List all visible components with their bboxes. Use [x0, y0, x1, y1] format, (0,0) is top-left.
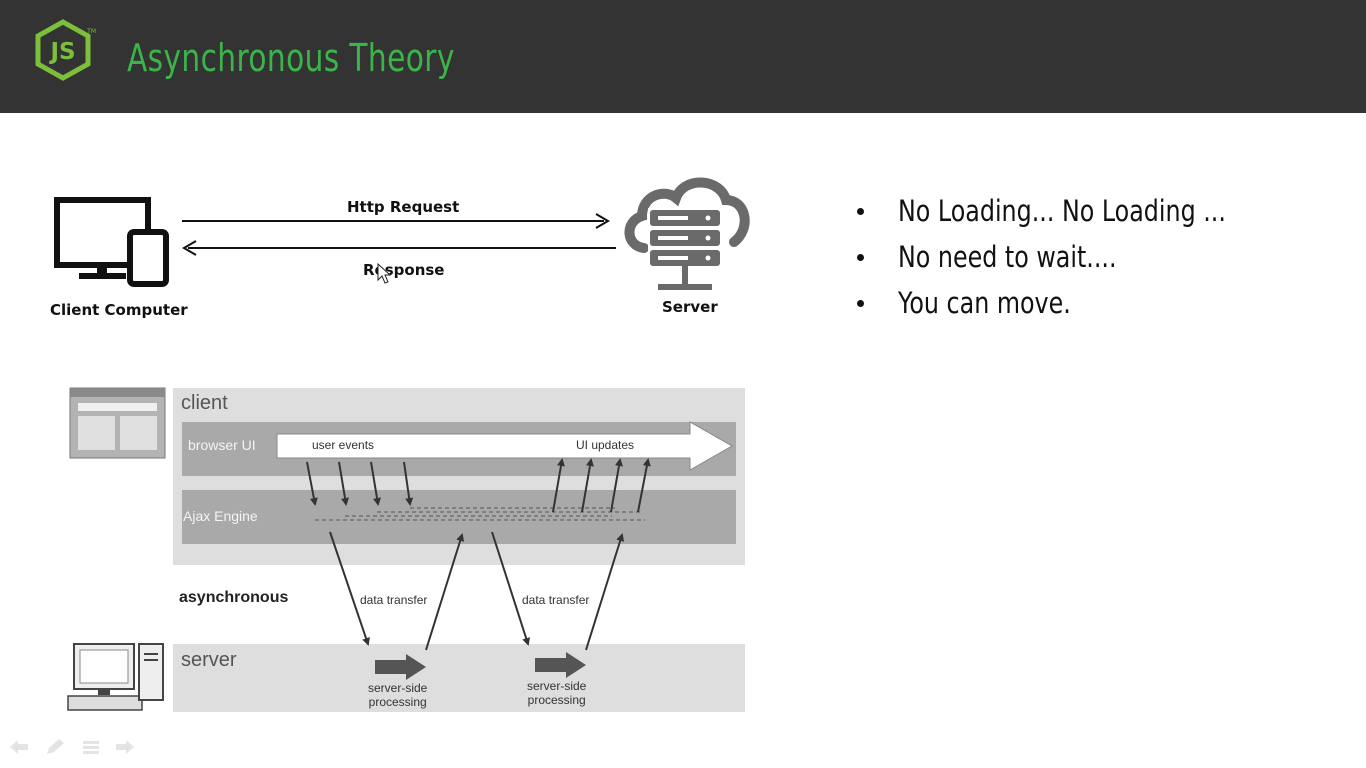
nodejs-logo-icon: JS TM	[35, 19, 96, 81]
bullet-item: No need to wait....	[855, 234, 1298, 280]
desktop-computer-icon	[67, 643, 164, 711]
server-panel	[173, 644, 745, 712]
next-icon[interactable]	[114, 738, 136, 756]
data-transfer-label: data transfer	[522, 593, 590, 607]
ui-flow-arrow	[276, 421, 734, 471]
mouse-cursor-icon	[377, 263, 391, 284]
slide-title: Asynchronous Theory	[127, 36, 455, 80]
user-events-label: user events	[312, 438, 375, 452]
server-label: Server	[662, 298, 718, 316]
processing-arrow	[375, 654, 426, 680]
logo-text: JS	[48, 39, 75, 65]
pen-icon[interactable]	[44, 738, 66, 756]
logo-tm: TM	[86, 28, 96, 35]
response-label: Response	[363, 261, 445, 279]
ajax-engine-band	[182, 490, 736, 544]
slide-header: JS TM Asynchronous Theory	[0, 0, 1366, 113]
http-request-label: Http Request	[347, 198, 460, 216]
bullet-item: No Loading... No Loading ...	[855, 188, 1298, 234]
bullet-list: No Loading... No Loading ... No need to …	[855, 188, 1298, 326]
browser-window-icon	[69, 387, 166, 459]
ui-updates-label: UI updates	[576, 438, 635, 452]
client-computer-icon	[54, 197, 169, 287]
bullet-item: You can move.	[855, 280, 1298, 326]
menu-icon[interactable]	[80, 738, 102, 756]
cloud-server-icon	[624, 177, 750, 290]
ajax-diagram	[67, 387, 745, 712]
processing-arrow	[535, 652, 586, 678]
asynchronous-label: asynchronous	[179, 589, 289, 606]
previous-icon[interactable]	[8, 738, 30, 756]
ajax-engine-label: Ajax Engine	[183, 508, 258, 524]
request-response-arrows	[182, 213, 616, 256]
data-transfer-label: data transfer	[360, 593, 428, 607]
server-panel-label: server	[181, 649, 237, 671]
browser-ui-label: browser UI	[188, 437, 256, 453]
client-panel-label: client	[181, 392, 228, 414]
client-computer-label: Client Computer	[50, 301, 188, 319]
